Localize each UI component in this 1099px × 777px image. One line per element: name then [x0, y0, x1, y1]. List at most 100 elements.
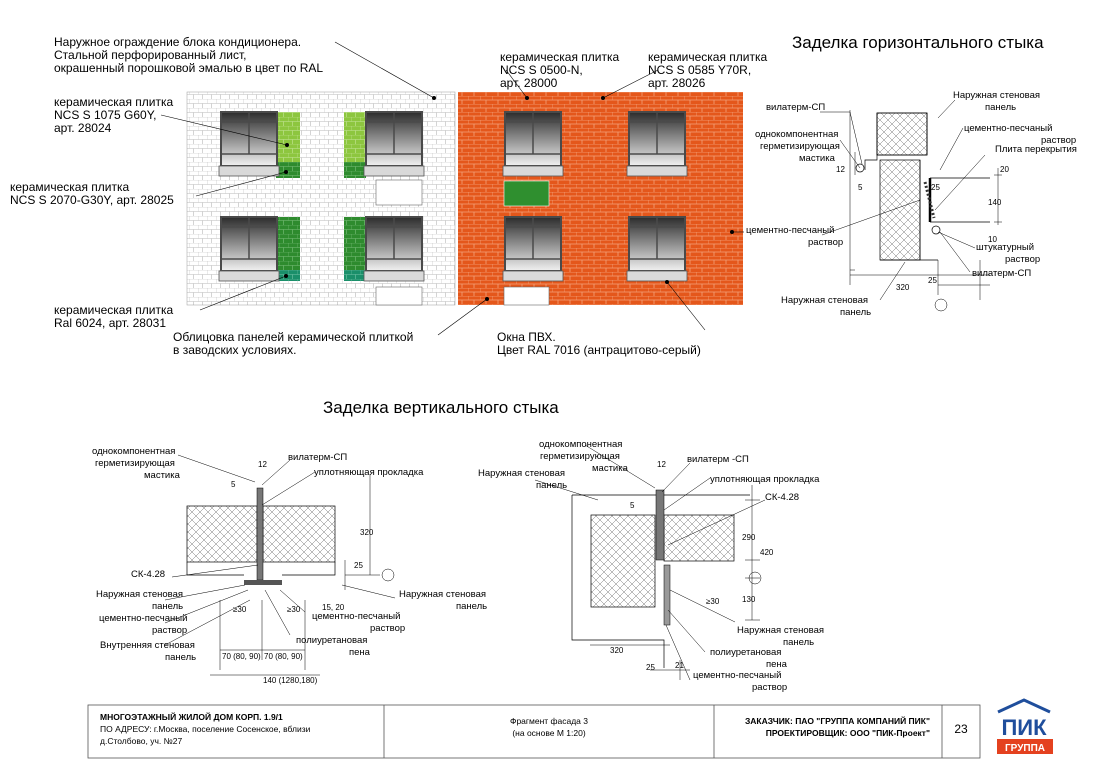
- teal-tile-strip-2: [344, 270, 366, 281]
- vertical-joint-detail: Заделка вертикального стыка: [92, 398, 824, 693]
- svg-text:21: 21: [675, 661, 684, 670]
- window: [363, 216, 425, 282]
- svg-text:цементно-песчаный раст: цементно-песчаный раствор: [99, 613, 190, 636]
- svg-text:12: 12: [258, 460, 267, 469]
- green-tile-strip: [276, 162, 300, 178]
- svg-text:вилатерм -СП: вилатерм -СП: [687, 454, 749, 465]
- svg-text:вилатерм-СП: вилатерм-СП: [972, 268, 1031, 279]
- svg-text:290: 290: [742, 533, 756, 542]
- svg-text:≥30: ≥30: [287, 605, 301, 614]
- svg-text:70 (80, 90): 70 (80, 90): [222, 652, 261, 661]
- lower-panel-insulation: [879, 159, 921, 261]
- svg-text:СК-4.28: СК-4.28: [131, 569, 165, 580]
- svg-text:140: 140: [988, 198, 1002, 207]
- svg-text:25: 25: [646, 663, 655, 672]
- svg-text:Наружная стеновая пане: Наружная стеновая панель: [478, 468, 568, 491]
- tile-2070-label: керамическая плитка NCS S 2070-G30Y, арт…: [10, 180, 174, 207]
- title-block: МНОГОЭТАЖНЫЙ ЖИЛОЙ ДОМ КОРП. 1.9/1 ПО АД…: [87, 698, 1053, 759]
- svg-text:СК-4.28: СК-4.28: [765, 492, 799, 503]
- svg-text:ПИК: ПИК: [1001, 715, 1047, 740]
- horizontal-joint-detail: Заделка горизонтального стыка 12 5 25 20…: [746, 33, 1077, 318]
- svg-text:однокомпонентная герме: однокомпонентная герметизирующая мастика: [92, 446, 181, 481]
- svg-text:цементно-песчаный раство: цементно-песчаный раствор: [964, 123, 1076, 146]
- svg-text:70 (80, 90): 70 (80, 90): [264, 652, 303, 661]
- vertical-joint-title: Заделка вертикального стыка: [323, 398, 559, 417]
- svg-text:(на основе М 1:20): (на основе М 1:20): [512, 728, 586, 738]
- green-inset-panel: [503, 180, 550, 207]
- window: [502, 111, 564, 177]
- svg-text:штукатурный раствор: штукатурный раствор: [976, 242, 1040, 265]
- svg-text:10: 10: [988, 235, 997, 244]
- svg-text:однокомпонентная гермети: однокомпонентная герметизирующая мастика: [755, 129, 843, 164]
- svg-text:ГРУППА: ГРУППА: [1005, 743, 1045, 754]
- svg-text:15, 20: 15, 20: [322, 603, 345, 612]
- svg-text:320: 320: [896, 283, 910, 292]
- pik-logo: ПИК ГРУППА: [997, 698, 1053, 754]
- svg-text:5: 5: [231, 480, 236, 489]
- window: [363, 111, 425, 177]
- svg-text:Внутренняя стеновая па: Внутренняя стеновая панель: [100, 640, 198, 663]
- svg-text:ПО АДРЕСУ: г.Москва, поселение: ПО АДРЕСУ: г.Москва, поселение Сосенское…: [100, 724, 311, 734]
- window: [626, 111, 688, 177]
- svg-text:Фрагмент фасада 3: Фрагмент фасада 3: [510, 716, 588, 726]
- svg-text:320: 320: [360, 528, 374, 537]
- page-number: 23: [954, 722, 968, 736]
- svg-text:однокомпонентная герме: однокомпонентная герметизирующая мастика: [539, 439, 629, 474]
- svg-text:уплотняющая прокладка: уплотняющая прокладка: [710, 474, 820, 485]
- tile-6024-label: керамическая плитка Ral 6024, арт. 28031: [54, 303, 177, 330]
- svg-text:цементно-песчаный раст: цементно-песчаный раствор: [312, 611, 405, 634]
- svg-text:12: 12: [657, 460, 666, 469]
- svg-text:25: 25: [928, 276, 937, 285]
- svg-text:420: 420: [760, 548, 774, 557]
- window: [218, 216, 280, 282]
- green-tile-strip-2: [344, 162, 366, 178]
- svg-text:вилатерм-СП: вилатерм-СП: [288, 452, 347, 463]
- ac-enclosure: [375, 179, 423, 206]
- svg-text:Наружная стеновая пане: Наружная стеновая панель: [399, 589, 489, 612]
- svg-text:20: 20: [1000, 165, 1009, 174]
- svg-text:Плита перекрытия: Плита перекрытия: [995, 144, 1077, 155]
- svg-text:цементно-песчаный раство: цементно-песчаный раствор: [746, 225, 843, 248]
- svg-text:уплотняющая прокладка: уплотняющая прокладка: [314, 467, 424, 478]
- svg-text:д.Столбово, уч. №27: д.Столбово, уч. №27: [100, 736, 182, 746]
- tile-0585-label: керамическая плитка NCS S 0585 Y70R, арт…: [648, 50, 771, 90]
- svg-text:Наружная стеновая панель: Наружная стеновая панель: [781, 295, 871, 318]
- vilaterm-cord-2: [931, 225, 941, 235]
- windows-label: Окна ПВХ. Цвет RAL 7016 (антрацитово-сер…: [497, 330, 701, 357]
- svg-text:≥30: ≥30: [233, 605, 247, 614]
- upper-panel-insulation: [876, 112, 928, 156]
- svg-text:полиуретановая пена: полиуретановая пена: [710, 647, 788, 670]
- svg-text:≥30: ≥30: [706, 597, 720, 606]
- svg-text:Наружная стеновая пане: Наружная стеновая панель: [96, 589, 186, 612]
- lime-tile-strip-2: [344, 112, 366, 178]
- svg-text:вилатерм-СП: вилатерм-СП: [766, 102, 825, 113]
- vertical-joint-left: 12 5 320 25 15, 20 ≥30 ≥30 70 (80, 90) 7…: [92, 446, 489, 685]
- svg-text:12: 12: [836, 165, 845, 174]
- svg-text:25: 25: [354, 561, 363, 570]
- tile-1075-label: керамическая плитка NCS S 1075 G60Y, арт…: [54, 95, 177, 135]
- svg-text:ПРОЕКТИРОВЩИК: ООО "ПИК-Проект: ПРОЕКТИРОВЩИК: ООО "ПИК-Проект": [766, 728, 930, 738]
- svg-text:5: 5: [630, 501, 635, 510]
- orange-tile-panel: [458, 92, 743, 305]
- vertical-joint-right: 12 5 290 420 130 ≥30 320 25 21 однокомпо…: [478, 439, 824, 693]
- svg-text:140 (1280,180): 140 (1280,180): [263, 676, 318, 685]
- cladding-label: Облицовка панелей керамической плиткой в…: [173, 330, 417, 357]
- facade-elevation: Наружное ограждение блока кондиционера. …: [10, 35, 771, 357]
- svg-text:5: 5: [858, 183, 863, 192]
- enclosure-label: Наружное ограждение блока кондиционера. …: [54, 35, 323, 75]
- ac-enclosure-2: [375, 286, 423, 306]
- teal-tile-strip: [276, 270, 300, 281]
- ac-enclosure-3: [503, 286, 550, 306]
- window: [218, 111, 280, 177]
- svg-text:25: 25: [931, 183, 940, 192]
- svg-text:цементно-песчаный раст: цементно-песчаный раствор: [693, 670, 787, 693]
- windows-group: [218, 111, 688, 282]
- window: [502, 216, 564, 282]
- leader-lines: [160, 41, 744, 336]
- svg-text:ЗАКАЗЧИК: ПАО "ГРУППА КОМПАНИЙ: ЗАКАЗЧИК: ПАО "ГРУППА КОМПАНИЙ ПИК": [745, 715, 930, 726]
- svg-text:полиуретановая пена: полиуретановая пена: [296, 635, 371, 658]
- svg-text:Наружная стеновая панель: Наружная стеновая панель: [953, 90, 1043, 113]
- tile-0500-label: керамическая плитка NCS S 0500-N, арт. 2…: [500, 50, 623, 90]
- horizontal-joint-title: Заделка горизонтального стыка: [792, 33, 1044, 52]
- window: [626, 216, 688, 282]
